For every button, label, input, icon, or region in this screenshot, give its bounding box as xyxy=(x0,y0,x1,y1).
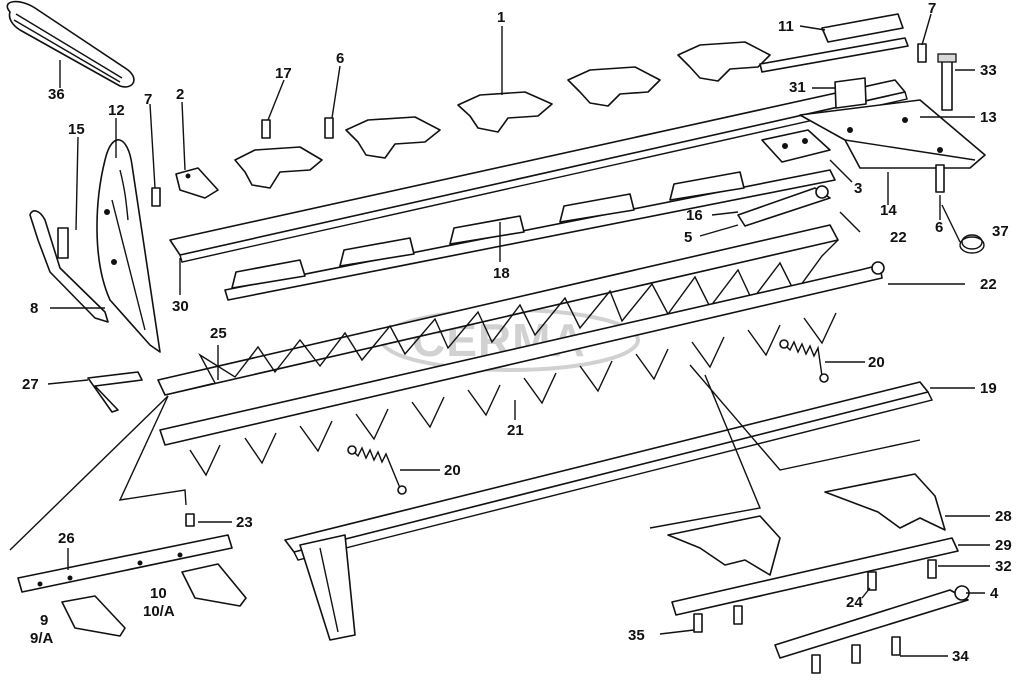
callout-33: 33 xyxy=(980,62,997,79)
callout-30: 30 xyxy=(172,298,189,315)
part-2-bracket xyxy=(175,167,219,199)
callout-7-top: 7 xyxy=(928,0,936,17)
leader-lines xyxy=(9,13,990,657)
callout-18: 18 xyxy=(493,265,510,282)
part-30-knife-back-bar xyxy=(169,79,908,263)
callout-23: 23 xyxy=(236,514,253,531)
part-37-spring xyxy=(941,204,985,254)
callout-14: 14 xyxy=(880,202,897,219)
callout-6-top: 6 xyxy=(336,50,344,67)
callout-2: 2 xyxy=(176,86,184,103)
callout-20-right: 20 xyxy=(868,354,885,371)
callout-4: 4 xyxy=(990,585,999,602)
callout-28: 28 xyxy=(995,508,1012,525)
callout-labels: 1 11 7 33 17 6 36 12 7 2 31 13 15 3 14 1… xyxy=(22,0,1012,665)
part-5-knife-head xyxy=(737,185,831,227)
callout-19: 19 xyxy=(980,380,997,397)
part-3-plate xyxy=(761,129,831,163)
part-4-knife-head xyxy=(774,585,970,659)
part-11-plate xyxy=(759,13,909,73)
callout-9: 9 xyxy=(40,612,48,629)
part-10-plate xyxy=(181,563,247,607)
callout-7-left: 7 xyxy=(144,91,152,108)
part-1-upper-guards xyxy=(234,41,771,189)
callout-27: 27 xyxy=(22,376,39,393)
part-29-bar xyxy=(671,537,959,616)
part-26-bar xyxy=(17,534,233,593)
callout-10a: 10/A xyxy=(143,603,175,620)
callout-11: 11 xyxy=(778,18,794,35)
callout-22-top: 22 xyxy=(890,229,907,246)
callout-10: 10 xyxy=(150,585,167,602)
part-27-hook xyxy=(87,371,143,413)
part-36-belt xyxy=(6,0,135,88)
callout-25: 25 xyxy=(210,325,227,342)
callout-22-right: 22 xyxy=(980,276,997,293)
part-28-guards xyxy=(667,473,946,576)
callout-6-right: 6 xyxy=(935,219,943,236)
callout-8: 8 xyxy=(30,300,38,317)
part-18-guard-row xyxy=(224,169,836,301)
callout-16: 16 xyxy=(686,207,703,224)
callout-37: 37 xyxy=(992,223,1009,240)
callout-24: 24 xyxy=(846,594,863,611)
callout-15: 15 xyxy=(68,121,85,138)
callout-31: 31 xyxy=(789,79,806,96)
callout-17: 17 xyxy=(275,65,292,82)
callout-3: 3 xyxy=(854,180,862,197)
callout-1: 1 xyxy=(497,9,505,26)
callout-5: 5 xyxy=(684,229,692,246)
bolts xyxy=(151,43,957,674)
part-9-plate xyxy=(61,595,126,637)
callout-13: 13 xyxy=(980,109,997,126)
part-8-skid xyxy=(29,210,109,323)
callout-32: 32 xyxy=(995,558,1012,575)
part-20-springs xyxy=(347,339,829,495)
callout-12: 12 xyxy=(108,102,125,119)
callout-9a: 9/A xyxy=(30,630,54,647)
callout-26: 26 xyxy=(58,530,75,547)
part-19-angle-bar xyxy=(284,381,934,641)
callout-34: 34 xyxy=(952,648,969,665)
part-25-knife-sections xyxy=(157,224,839,396)
callout-20-left: 20 xyxy=(444,462,461,479)
callout-21: 21 xyxy=(507,422,524,439)
callout-36: 36 xyxy=(48,86,65,103)
part-12-divider xyxy=(96,139,161,353)
callout-35: 35 xyxy=(628,627,645,644)
part-21-finger-bar xyxy=(159,261,885,477)
callout-29: 29 xyxy=(995,537,1012,554)
